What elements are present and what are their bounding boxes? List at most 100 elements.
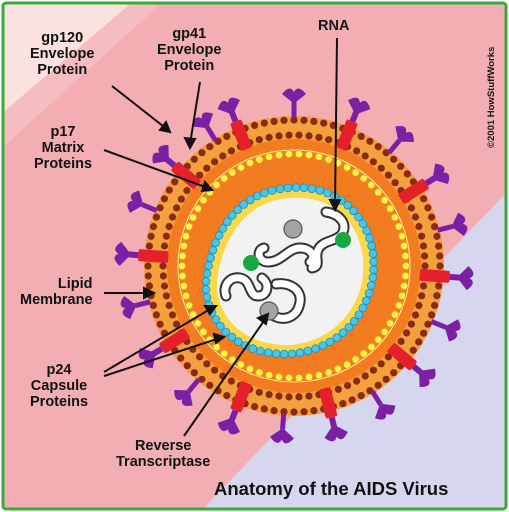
- lipid-dot: [295, 131, 303, 139]
- lipid-dot: [300, 116, 308, 124]
- lipid-dot: [384, 171, 392, 179]
- lipid-dot: [198, 149, 206, 157]
- lipid-dot: [407, 204, 415, 212]
- capsid-dot: [362, 226, 371, 236]
- surface-protein: [319, 387, 348, 442]
- capsid-dot: [295, 348, 305, 357]
- lipid-dot: [366, 137, 374, 145]
- lipid-dot: [424, 320, 432, 328]
- lipid-dot: [436, 262, 444, 270]
- capsid-dot: [349, 316, 359, 326]
- gp120-stem: [430, 319, 447, 330]
- capsid-dot: [361, 296, 371, 306]
- lipid-dot: [219, 152, 227, 160]
- gp120-head: [174, 390, 193, 407]
- capsid-dot: [260, 188, 269, 198]
- gp41-stalk: [230, 381, 252, 413]
- lipid-dot: [424, 204, 432, 212]
- capsid-dot: [349, 206, 358, 216]
- surface-protein: [217, 97, 252, 151]
- leader-gp120: [111, 85, 169, 131]
- lipid-dot: [374, 381, 382, 389]
- capsid-dot: [279, 349, 289, 359]
- matrix-dot: [343, 360, 352, 369]
- gp120-spike: [370, 390, 396, 420]
- lipid-dot: [320, 119, 328, 127]
- gp120-stem: [370, 390, 384, 407]
- matrix-dot: [185, 301, 194, 310]
- reverse-transcriptase-1: [283, 219, 303, 239]
- matrix-dot: [401, 271, 410, 280]
- capsid-dot: [214, 231, 224, 240]
- lipid-dot: [339, 400, 347, 408]
- capsid-dot: [204, 261, 213, 270]
- matrix-dot: [181, 232, 190, 241]
- lipid-dot: [144, 262, 152, 270]
- capsid-dot: [206, 253, 215, 263]
- lipid-dot: [275, 132, 283, 140]
- lipid-dot: [149, 301, 157, 309]
- capsid-dot: [367, 241, 376, 251]
- lipid-dot: [211, 158, 219, 166]
- capsid-dot: [368, 273, 378, 282]
- matrix-dot: [193, 204, 202, 213]
- lipid-dot: [203, 360, 211, 368]
- lipid-dot: [353, 147, 361, 155]
- capsid-dot: [271, 349, 281, 359]
- matrix-dot: [245, 364, 254, 373]
- gp120-head: [348, 97, 371, 123]
- gp120-stem: [186, 377, 201, 394]
- capsid-dot: [322, 188, 332, 198]
- lipid-dot: [420, 329, 428, 337]
- matrix-dot: [228, 355, 237, 364]
- matrix-dot: [397, 291, 406, 300]
- matrix-dot: [314, 371, 323, 380]
- gp120-head: [282, 88, 306, 102]
- surface-protein: [336, 97, 371, 151]
- lipid-dot: [147, 232, 155, 240]
- matrix-dot: [333, 364, 342, 373]
- gp120-stem: [436, 223, 454, 233]
- lipid-dot: [211, 366, 219, 374]
- capsid-dot: [211, 238, 221, 248]
- capsid-dot: [233, 205, 243, 215]
- matrix-dot: [284, 373, 293, 382]
- lipid-dot: [227, 147, 235, 155]
- gp41-stalk: [336, 119, 358, 151]
- lipid-dot: [421, 252, 429, 260]
- rna-strands-fill: [221, 208, 348, 322]
- lipid-dot: [275, 392, 283, 400]
- gp120-stem: [387, 138, 402, 155]
- gp120-head: [127, 190, 143, 213]
- lipid-dot: [206, 143, 214, 151]
- lipid-dot: [403, 170, 411, 178]
- capsid-dot: [248, 344, 258, 353]
- capsid-dot: [252, 191, 262, 201]
- lipid-dot: [428, 311, 436, 319]
- lipid-dot: [223, 392, 231, 400]
- matrix-dot: [380, 196, 389, 205]
- matrix-dot: [245, 158, 254, 167]
- capsid-dot: [201, 285, 211, 294]
- lipid-dot: [171, 178, 179, 186]
- matrix-dot: [359, 174, 368, 183]
- matrix-ring-outline: [177, 149, 411, 383]
- lipid-dot: [415, 301, 423, 310]
- capsid-dot: [311, 344, 320, 353]
- matrix-dot: [401, 251, 410, 260]
- lipid-dot: [145, 242, 153, 250]
- lipid-dot: [407, 320, 415, 328]
- capsid-dot: [267, 186, 277, 195]
- gp120-head: [152, 144, 177, 169]
- lipid-dot: [227, 377, 235, 385]
- lipid-dot: [177, 195, 185, 203]
- capsid-dot: [318, 341, 328, 350]
- arrow-rt: [255, 312, 270, 326]
- gp120-head: [270, 429, 294, 444]
- lipid-dot: [162, 232, 170, 240]
- lipid-dot: [152, 213, 160, 221]
- matrix-dot: [177, 261, 186, 270]
- gp120-head: [395, 125, 414, 142]
- lipid-dot: [285, 131, 293, 139]
